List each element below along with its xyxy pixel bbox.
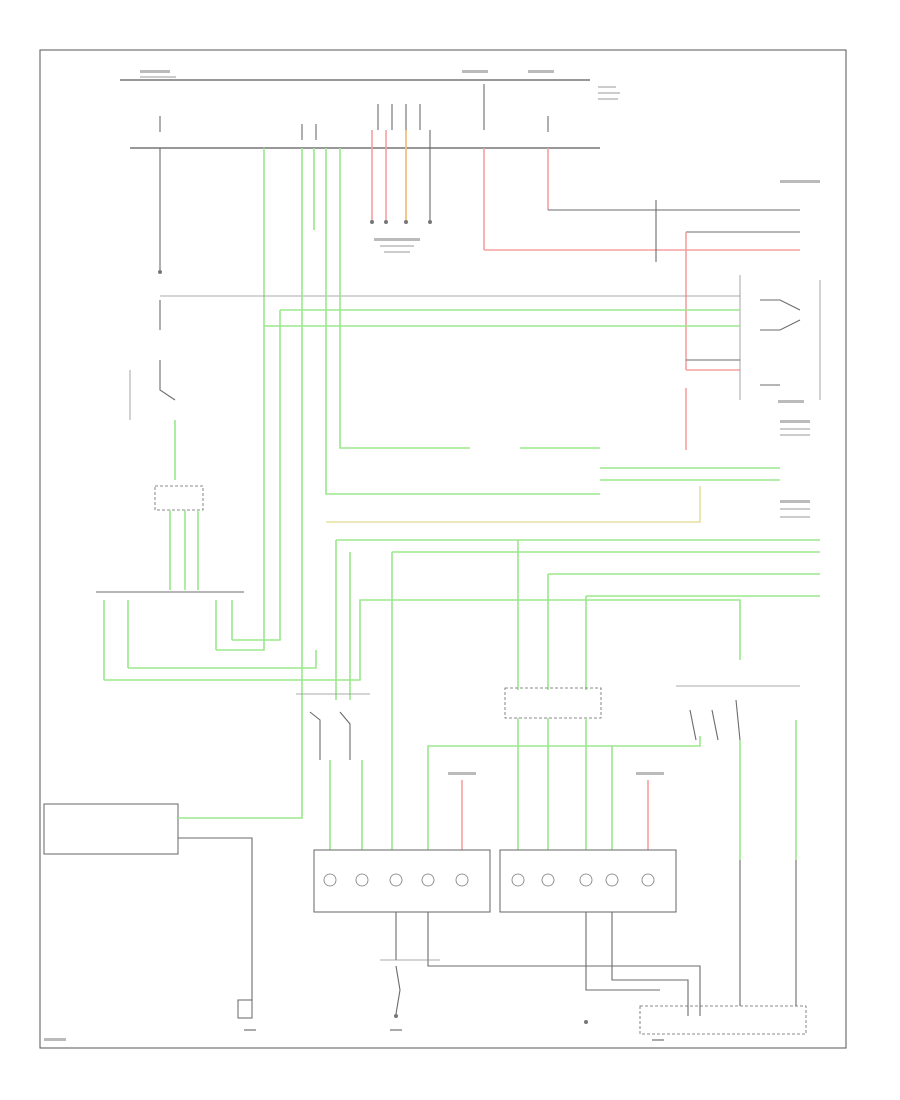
fuse-label-right [636,772,664,775]
left-lower-connector [313,849,491,913]
right-door-label [780,180,820,183]
ground-symbols [244,1029,664,1041]
bottom-relay [380,959,440,1018]
junction-connector [370,220,432,253]
right-lower-switch [676,685,800,860]
right-lower-connector [499,849,677,913]
middle-lower-module [504,687,602,719]
bottom-right-module [639,1005,807,1035]
footer-mark [44,1038,66,1041]
bottom-left-module [43,803,179,855]
top-power-labels [140,70,620,100]
bottom-left-ground-device [237,999,253,1019]
left-module [154,485,204,511]
left-lower-switch [296,693,370,850]
left-switch [129,270,176,480]
connector-pins [323,873,655,887]
fuse-group [159,84,549,140]
relay-right [739,275,821,403]
diagram-frame [39,49,847,1049]
fuse-label-left [448,772,476,775]
right-labels [780,420,810,518]
